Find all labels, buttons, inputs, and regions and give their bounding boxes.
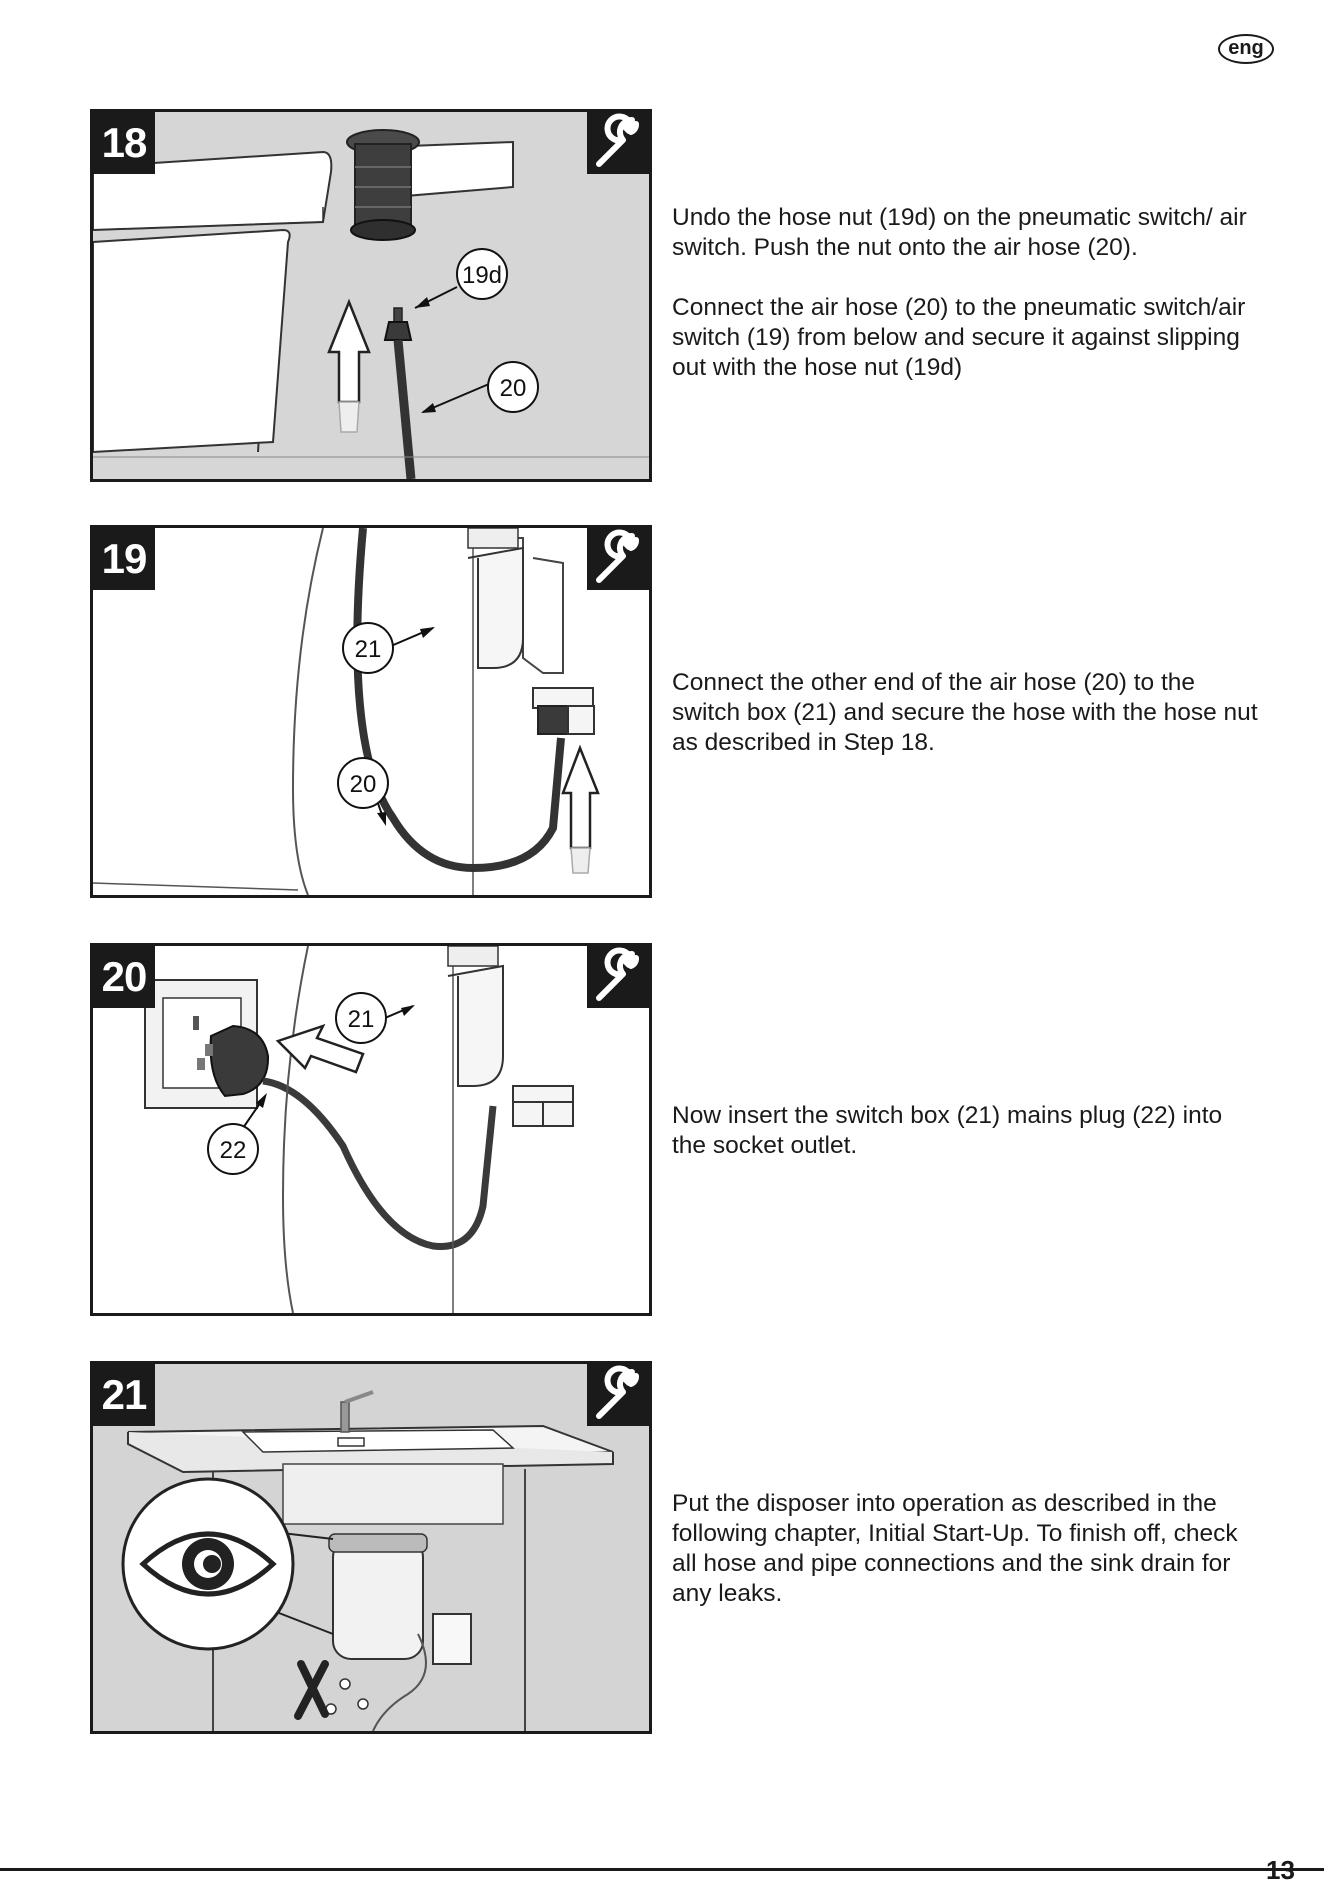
step-19-illustration: 21 20 19 — [90, 525, 652, 898]
step-20-illustration: 21 22 20 — [90, 943, 652, 1316]
step-18-text: Undo the hose nut (19d) on the pneumatic… — [672, 203, 1262, 413]
callout-22: 22 — [220, 1137, 247, 1164]
callout-21: 21 — [348, 1006, 375, 1033]
wrench-icon — [587, 528, 649, 590]
language-badge: eng — [1218, 34, 1274, 64]
step-number: 18 — [93, 112, 155, 174]
callout-20: 20 — [500, 375, 527, 402]
step-21-text: Put the disposer into operation as descr… — [672, 1489, 1262, 1639]
step-paragraph: Put the disposer into operation as descr… — [672, 1490, 1238, 1607]
step-paragraph: Now insert the switch box (21) mains plu… — [672, 1102, 1223, 1159]
step-paragraph: Undo the hose nut (19d) on the pneumatic… — [672, 204, 1247, 261]
wrench-icon — [587, 946, 649, 1008]
wrench-icon — [587, 112, 649, 174]
wrench-icon — [587, 1364, 649, 1426]
page-divider — [0, 1868, 1324, 1871]
step-paragraph: Connect the air hose (20) to the pneumat… — [672, 294, 1246, 381]
callout-19d: 19d — [462, 262, 502, 289]
step-number: 21 — [93, 1364, 155, 1426]
callout-20: 20 — [350, 771, 377, 798]
pneumatic-switch-illustration: 19d 20 — [93, 112, 649, 479]
eye-icon — [139, 1531, 277, 1597]
step-19-text: Connect the other end of the air hose (2… — [672, 668, 1262, 788]
mains-plug-illustration: 21 22 — [93, 946, 649, 1313]
switch-box-hose-illustration: 21 20 — [93, 528, 649, 895]
step-number: 20 — [93, 946, 155, 1008]
step-18-illustration: 19d 20 18 — [90, 109, 652, 482]
callout-21: 21 — [355, 636, 382, 663]
step-20-text: Now insert the switch box (21) mains plu… — [672, 1101, 1262, 1191]
leak-check-illustration — [93, 1364, 649, 1731]
step-number: 19 — [93, 528, 155, 590]
step-21-illustration: 21 — [90, 1361, 652, 1734]
step-paragraph: Connect the other end of the air hose (2… — [672, 669, 1258, 756]
cross-mark-icon — [294, 1660, 329, 1720]
